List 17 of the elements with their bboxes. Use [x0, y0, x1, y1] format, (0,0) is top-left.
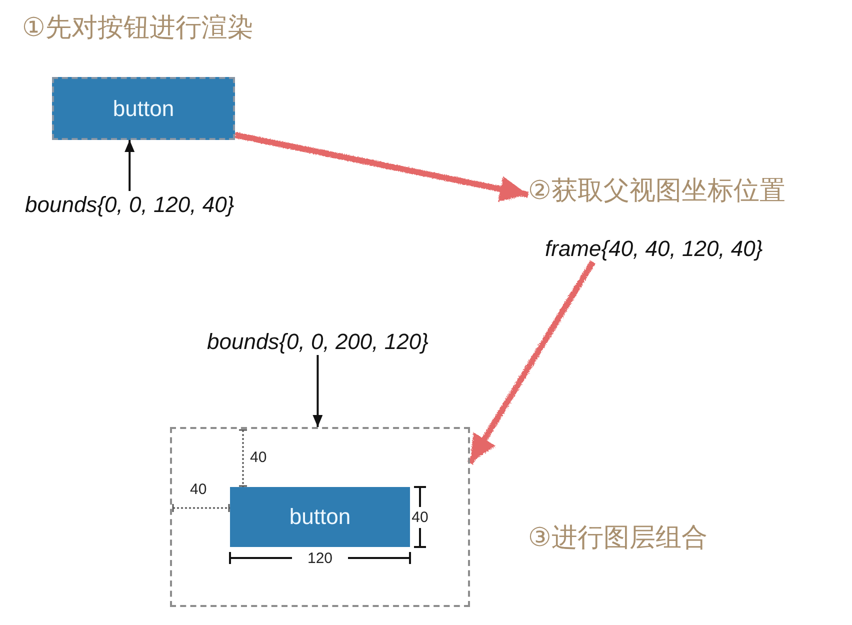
- arrow: [124, 140, 135, 191]
- arrow: [467, 260, 596, 465]
- bounds-label: bounds{0, 0, 120, 40}: [25, 191, 234, 218]
- frame-label: frame{40, 40, 120, 40}: [545, 235, 763, 262]
- step-heading: ②获取父视图坐标位置: [528, 176, 786, 207]
- button-box: button: [230, 487, 410, 547]
- dimension-label: 40: [250, 449, 267, 466]
- step-heading: ③进行图层组合: [528, 523, 708, 554]
- dimension-label: 40: [412, 509, 428, 526]
- bounds-label: bounds{0, 0, 200, 120}: [207, 328, 428, 355]
- arrow: [312, 355, 323, 427]
- dashed-container: [170, 427, 470, 607]
- arrow: [234, 132, 529, 202]
- button-box: button: [52, 77, 235, 140]
- dimension-label: 120: [307, 550, 333, 567]
- dimension-label: 40: [190, 481, 207, 498]
- step-heading: ①先对按钮进行渲染: [22, 13, 254, 44]
